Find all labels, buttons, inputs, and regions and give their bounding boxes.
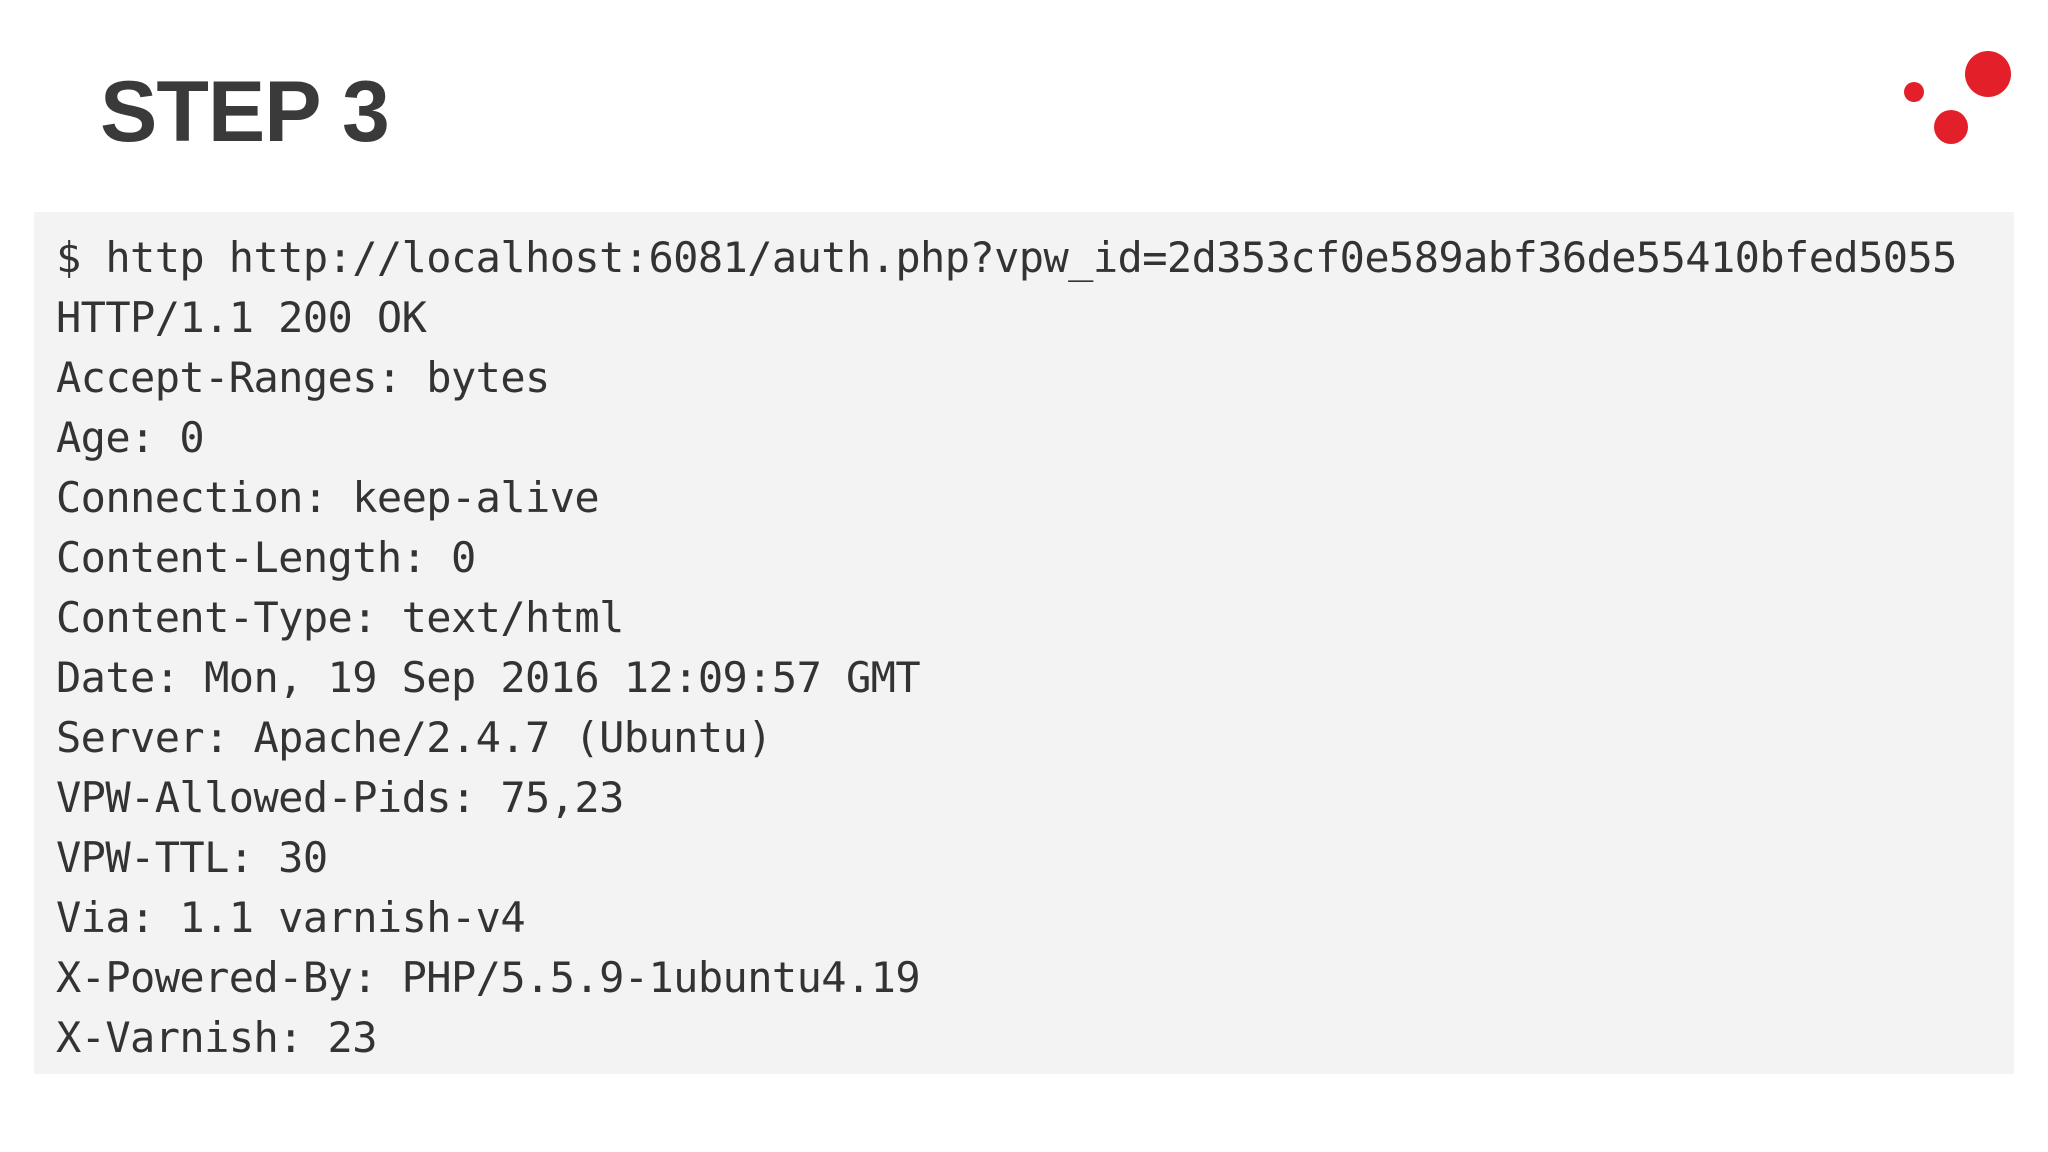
dots-logo-icon	[1904, 51, 2011, 144]
terminal-header-line: Age: 0	[56, 413, 205, 462]
terminal-header-line: X-Varnish: 23	[56, 1013, 378, 1062]
terminal-header-line: Content-Type: text/html	[56, 593, 624, 642]
terminal-header-line: Date: Mon, 19 Sep 2016 12:09:57 GMT	[56, 653, 921, 702]
terminal-header-line: Via: 1.1 varnish-v4	[56, 893, 526, 942]
terminal-header-line: VPW-TTL: 30	[56, 833, 328, 882]
terminal-header-line: Accept-Ranges: bytes	[56, 353, 550, 402]
slide-title: STEP 3	[100, 64, 390, 160]
terminal-status-line: HTTP/1.1 200 OK	[56, 293, 427, 342]
terminal-command-line: $ http http://localhost:6081/auth.php?vp…	[56, 233, 1957, 282]
logo-dot-large	[1965, 51, 2011, 97]
terminal-header-line: Connection: keep-alive	[56, 473, 600, 522]
logo-dot-medium	[1934, 110, 1968, 144]
terminal-output: $ http http://localhost:6081/auth.php?vp…	[34, 212, 2014, 1074]
logo-dot-small	[1904, 82, 1924, 102]
terminal-header-line: VPW-Allowed-Pids: 75,23	[56, 773, 624, 822]
terminal-header-line: Server: Apache/2.4.7 (Ubuntu)	[56, 713, 773, 762]
terminal-header-line: X-Powered-By: PHP/5.5.9-1ubuntu4.19	[56, 953, 921, 1002]
terminal-header-line: Content-Length: 0	[56, 533, 476, 582]
